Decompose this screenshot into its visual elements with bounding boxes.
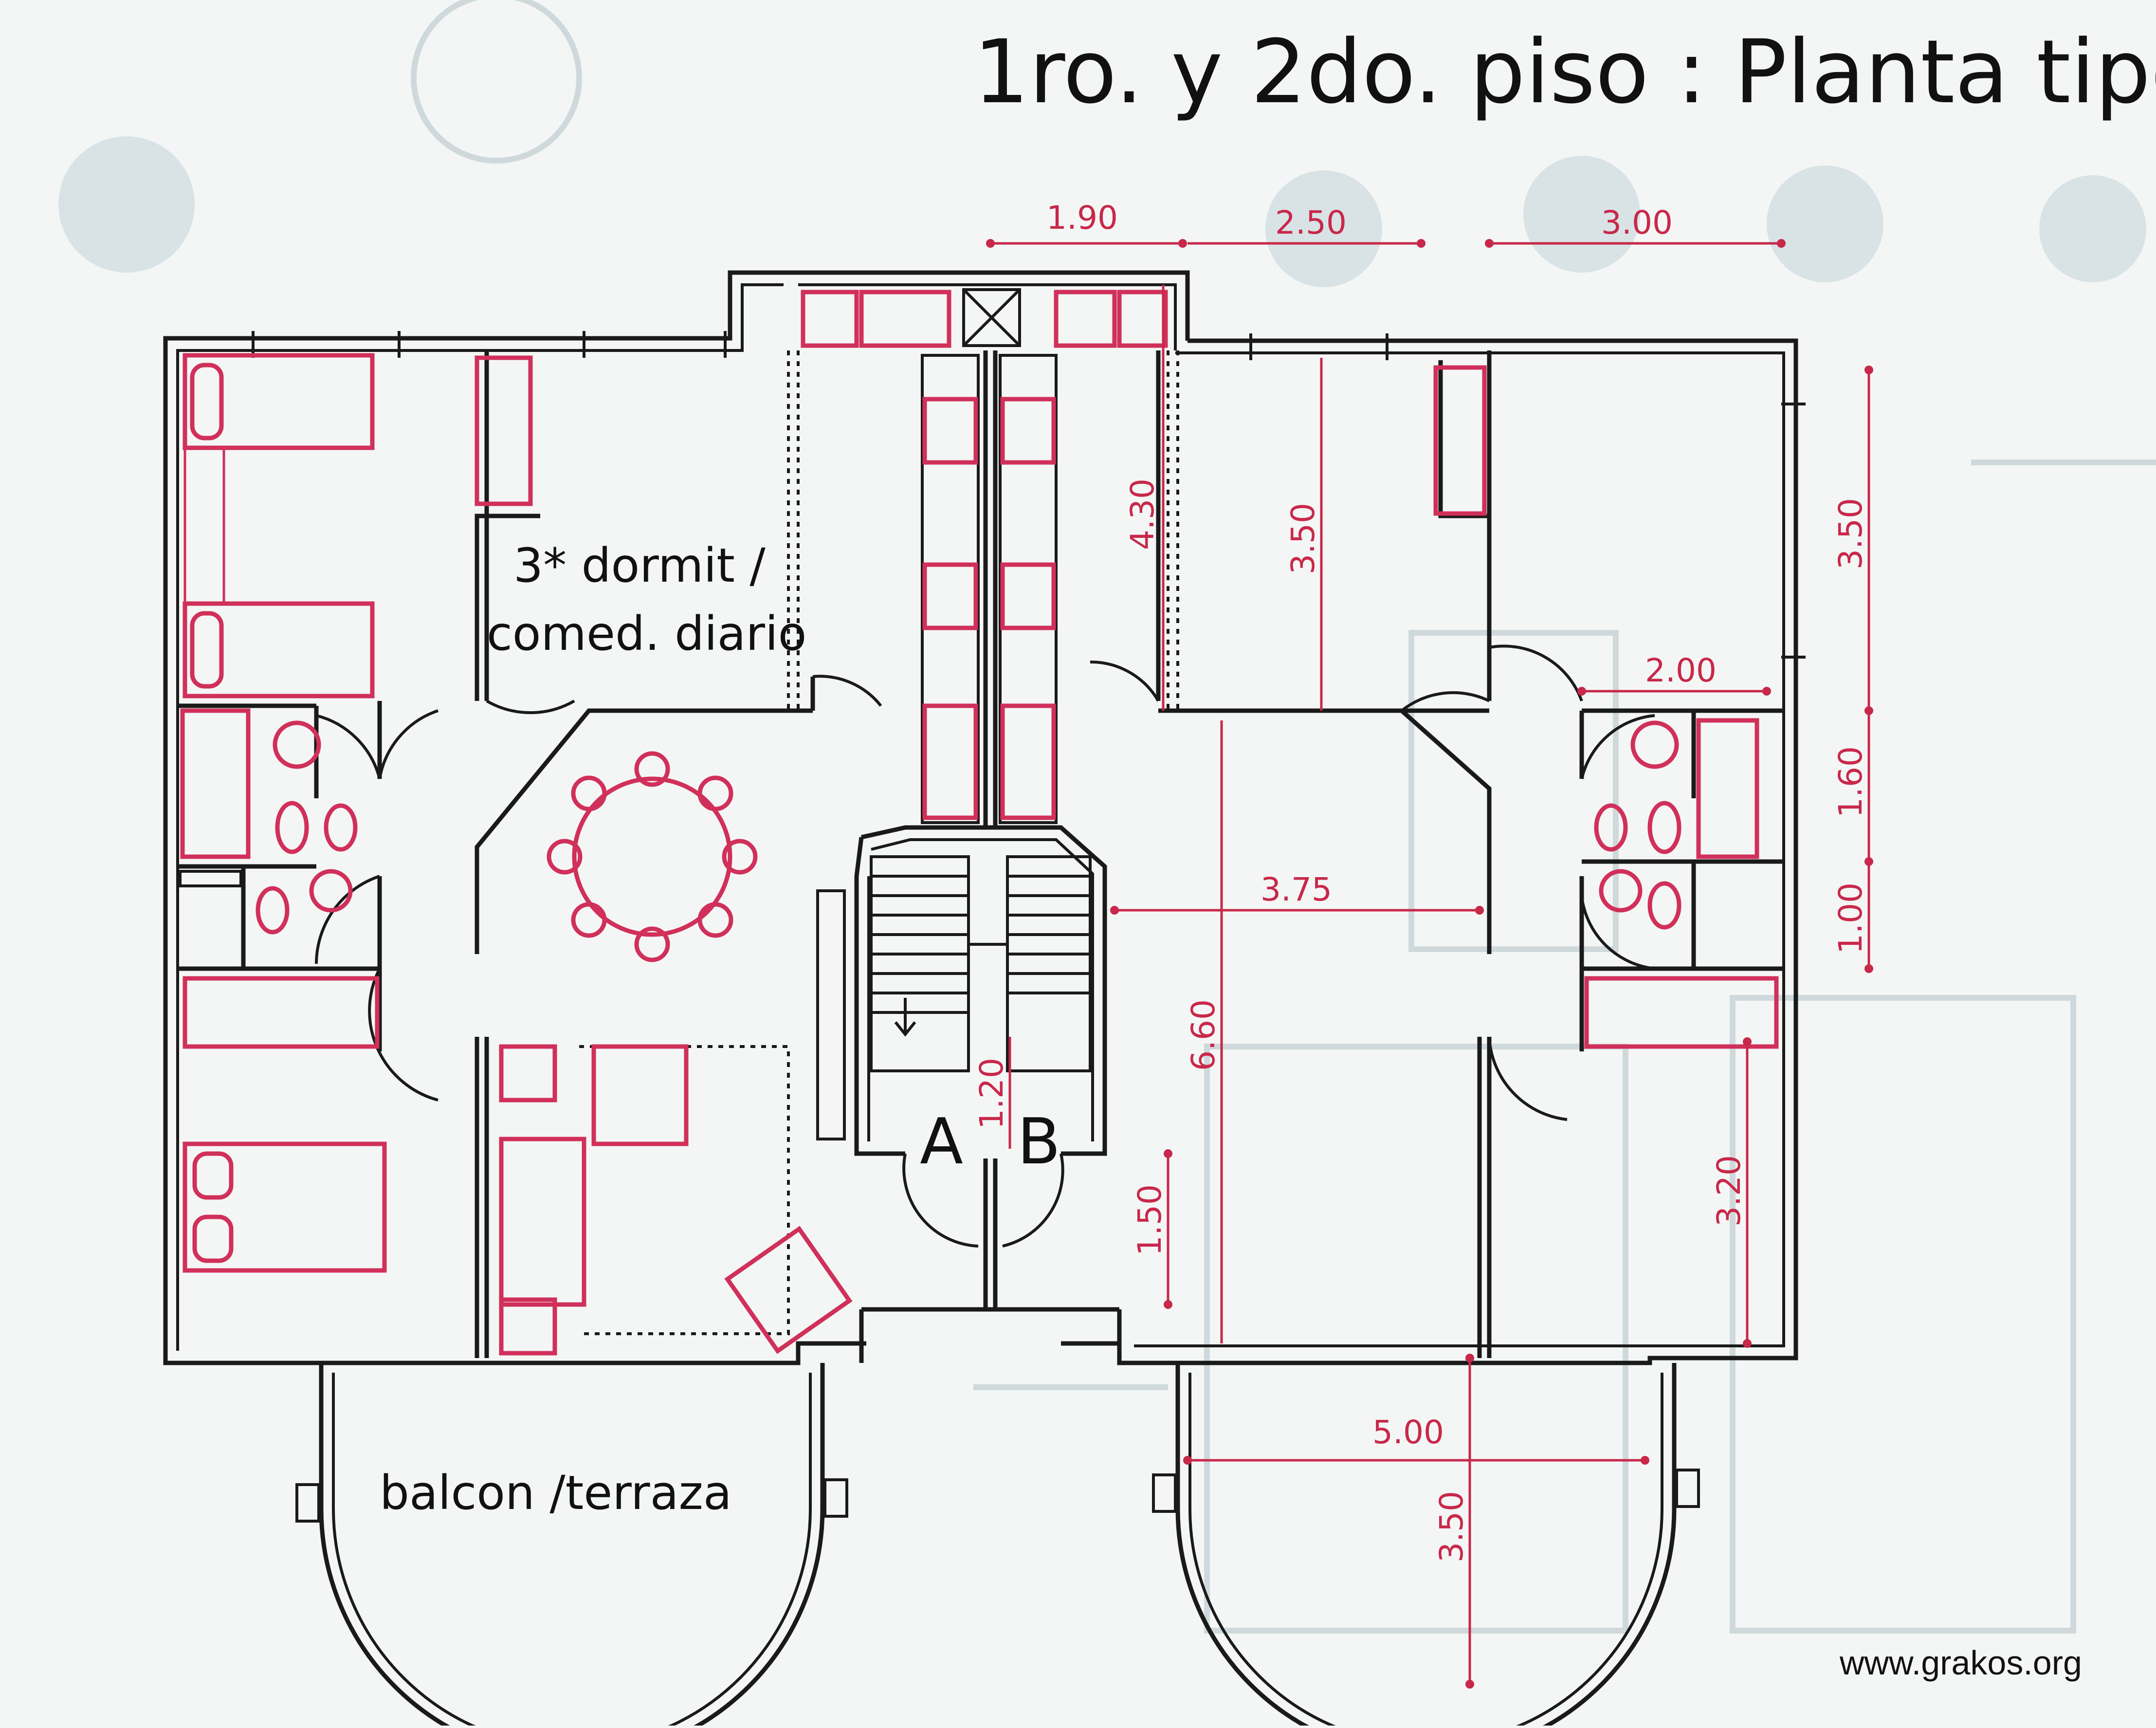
watermark-url: www.grakos.org	[1839, 1644, 2082, 1682]
furniture	[179, 288, 1779, 1356]
dimension-lines	[986, 239, 1873, 1689]
balconies	[295, 1363, 1700, 1728]
dim-room-height-right: 3.50	[1832, 498, 1869, 570]
unit-label-b: B	[1017, 1104, 1060, 1178]
dim-top-2: 2.50	[1275, 204, 1347, 241]
stair	[816, 855, 1092, 1140]
dim-bedroom-height: 3.20	[1710, 1155, 1748, 1227]
dim-bath-width: 2.00	[1645, 652, 1717, 689]
dim-top-1: 1.90	[1046, 199, 1118, 237]
dim-entry-depth: 1.50	[1131, 1184, 1169, 1256]
room-label-balcon: balcon /terraza	[380, 1466, 732, 1520]
room-label-dormitorio-2: comed. diario	[487, 607, 806, 661]
dim-living-width: 3.75	[1261, 871, 1332, 908]
walls	[163, 270, 1798, 1365]
dim-balcony-width: 5.00	[1372, 1414, 1444, 1451]
dim-wc-height: 1.00	[1832, 882, 1869, 954]
room-label-dormitorio-1: 3* dormit /	[513, 538, 766, 593]
unit-label-a: A	[920, 1104, 963, 1178]
dim-top-3: 3.00	[1601, 204, 1673, 241]
dim-balcony-depth: 3.50	[1433, 1491, 1470, 1563]
dim-living-height: 6.60	[1185, 999, 1222, 1071]
dim-bath-height: 1.60	[1832, 746, 1869, 818]
dim-room-height-left: 3.50	[1284, 503, 1322, 574]
plan-title: 1ro. y 2do. piso : Planta tipo	[973, 21, 2156, 123]
dim-stair-depth: 1.20	[973, 1058, 1010, 1129]
dim-kitchen-height: 4.30	[1124, 478, 1161, 550]
